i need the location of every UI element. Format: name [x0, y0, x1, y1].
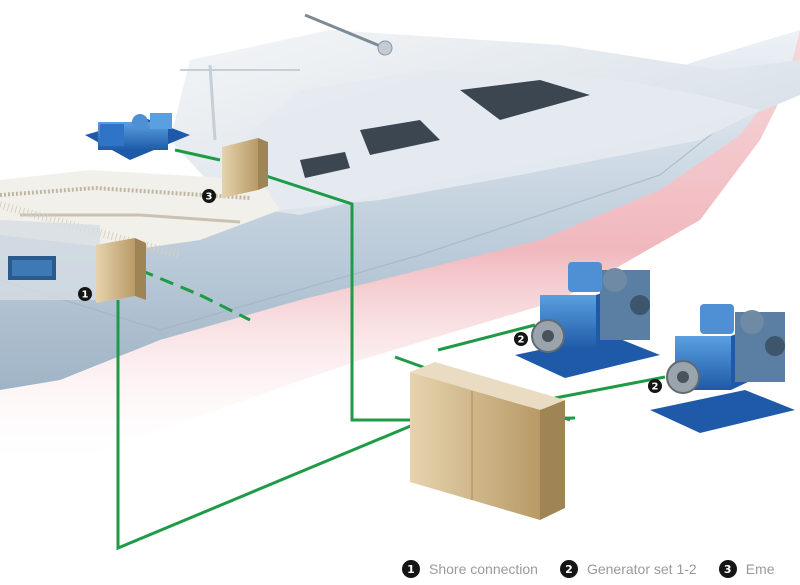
legend-label-shore-connection: Shore connection	[429, 561, 538, 577]
legend-item-emergency: 3 Eme	[718, 560, 775, 578]
legend-number-2: 2	[559, 560, 578, 578]
marker-shore-number: 1	[82, 290, 89, 301]
marker-generator-2: 2	[648, 379, 662, 393]
legend-item-shore-connection: 1 Shore connection	[402, 560, 538, 578]
marker-shore-connection: 1	[78, 287, 92, 301]
marker-generator-2-number: 2	[652, 382, 659, 393]
legend: 1 Shore connection 2 Generator set 1-2 3…	[402, 558, 797, 580]
shore-connection-cabinet	[96, 238, 146, 303]
emergency-cabinet	[222, 138, 268, 198]
marker-emergency-number: 3	[206, 192, 213, 203]
yacht-superstructure	[170, 13, 800, 215]
legend-label-emergency: Eme	[745, 561, 775, 577]
emergency-generator	[85, 113, 190, 160]
legend-number-3: 3	[718, 560, 737, 578]
generator-set-2	[650, 304, 795, 433]
marker-generator-1-number: 2	[518, 335, 525, 346]
generator-set-1	[515, 262, 660, 378]
switchboard-cabinet	[410, 362, 565, 520]
legend-item-generator-set: 2 Generator set 1-2	[559, 560, 697, 578]
marker-emergency: 3	[202, 189, 216, 203]
legend-number-1: 1	[402, 560, 420, 578]
legend-label-generator-set: Generator set 1-2	[586, 561, 697, 577]
marker-generator-1: 2	[514, 332, 528, 346]
